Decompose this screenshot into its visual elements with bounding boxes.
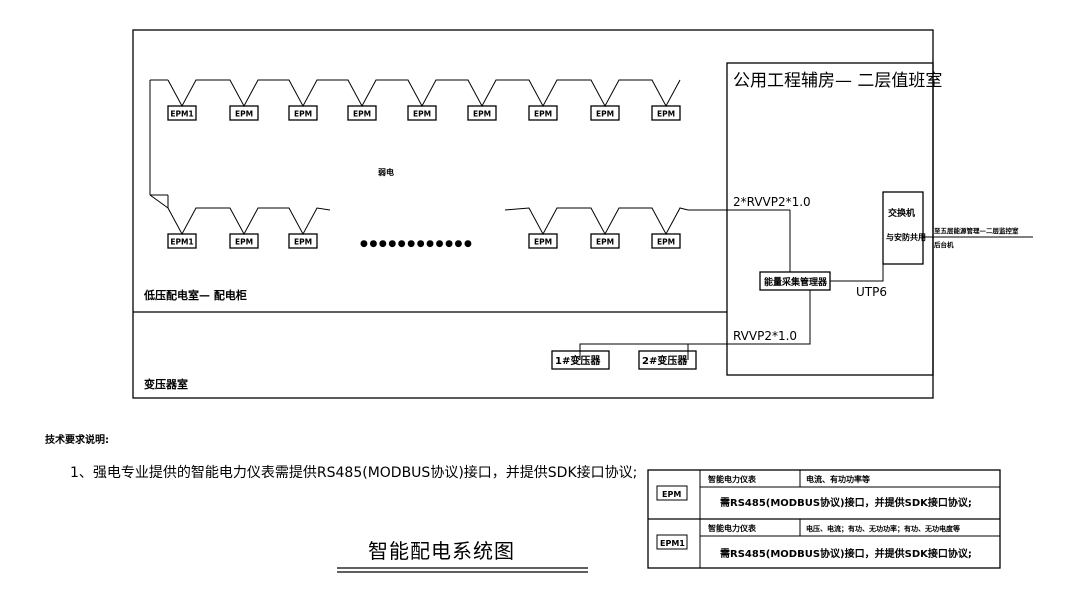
continuation-dots: ●●●●●●●●●●●● [360, 239, 473, 249]
epm-meter-label: EPM [596, 110, 614, 119]
transformer-2-box [638, 350, 697, 370]
legend-protocol-1: 需RS485(MODBUS协议)接口，并提供SDK接口协议; [720, 496, 972, 509]
legend-symbol-1: EPM [662, 490, 681, 499]
cable-line-bottom [579, 290, 811, 360]
epm-meter: EPM [229, 105, 259, 121]
legend-table: EPM EPM1 智能电力仪表 电流、有功功率等 需RS485(MODBUS协议… [647, 469, 1001, 569]
top-bus [149, 79, 689, 236]
epm-meter: EPM [651, 105, 681, 121]
legend-symbol-box-2 [656, 534, 688, 550]
epm-meter-label: EPM [657, 110, 675, 119]
lv-room-label: 低压配电室— 配电柜 [143, 288, 247, 302]
legend-name-2: 智能电力仪表 [708, 523, 757, 533]
legend-desc-2: 电压、电流；有功、无功功率；有功、无功电度等 [806, 524, 960, 533]
epm-meter-label: EPM1 [170, 238, 193, 247]
requirements-item-1: 1、强电专业提供的智能电力仪表需提供RS485(MODBUS协议)接口，并提供S… [70, 464, 637, 481]
epm-meter-label: EPM [413, 110, 431, 119]
legend-protocol-2: 需RS485(MODBUS协议)接口，并提供SDK接口协议; [720, 547, 972, 560]
weak-current-label: 弱电 [378, 167, 394, 177]
epm-meter-label: EPM [534, 110, 552, 119]
right-note-1: 至五层能源管理—二层监控室 [934, 226, 1019, 235]
epm-meter: EPM [590, 233, 620, 249]
epm-meter-label: EPM1 [170, 110, 193, 119]
epm-meter-label: EPM [235, 110, 253, 119]
bottom-bus-connector [149, 194, 169, 209]
epm-meter: EPM [229, 233, 259, 249]
epm-meter: EPM [288, 105, 318, 121]
duty-room-box [726, 62, 934, 376]
bottom-bus-right [504, 207, 689, 236]
utp-label: UTP6 [856, 285, 887, 299]
epm-meter-label: EPM [534, 238, 552, 247]
epm-meter-label: EPM [353, 110, 371, 119]
transformer-1-box [551, 350, 610, 370]
transformer-room-label: 变压器室 [144, 377, 188, 391]
epm-meter: EPM1 [167, 233, 197, 249]
epm-meter-label: EPM [596, 238, 614, 247]
epm-meter: EPM [651, 233, 681, 249]
requirements-heading: 技术要求说明: [45, 433, 109, 446]
switch-box [882, 191, 924, 265]
epm-meter: EPM [467, 105, 497, 121]
epm-meter-label: EPM [657, 238, 675, 247]
bottom-meter-row-right: EPM EPM EPM [528, 233, 681, 249]
legend-symbol-2: EPM1 [660, 539, 685, 548]
epm-meter: EPM [528, 233, 558, 249]
collector-label: 能量采集管理器 [764, 276, 828, 288]
epm-meter-label: EPM [235, 238, 253, 247]
epm-meter: EPM [347, 105, 377, 121]
transformer-1-label: 1#变压器 [555, 354, 601, 367]
switch-label-2: 与安防共用 [886, 232, 926, 242]
right-note-2: 后台机 [934, 240, 954, 249]
top-meter-row: EPM1 EPM EPM EPM EPM EPM EPM EPM EPM [167, 105, 681, 121]
legend-symbol-box-1 [656, 485, 688, 501]
epm-meter: EPM [407, 105, 437, 121]
diagram-title: 智能配电系统图 [368, 539, 515, 563]
epm-meter: EPM [528, 105, 558, 121]
legend-desc-1: 电流、有功功率等 [806, 474, 870, 484]
epm-meter-label: EPM [294, 238, 312, 247]
epm-meter-label: EPM [294, 110, 312, 119]
duty-room-title: 公用工程辅房— 二层值班室 [733, 71, 942, 91]
utp-line [830, 264, 884, 282]
legend-name-1: 智能电力仪表 [708, 474, 757, 484]
epm-meter: EPM [288, 233, 318, 249]
transformer-2-label: 2#变压器 [642, 354, 688, 367]
epm-meter-label: EPM [473, 110, 491, 119]
cable-label-top: 2*RVVP2*1.0 [733, 195, 811, 209]
bottom-meter-row-left: EPM1 EPM EPM [167, 233, 318, 249]
cable-label-bottom: RVVP2*1.0 [733, 329, 797, 343]
epm-meter: EPM [590, 105, 620, 121]
epm-meter: EPM1 [167, 105, 197, 121]
switch-label-1: 交换机 [888, 207, 915, 219]
